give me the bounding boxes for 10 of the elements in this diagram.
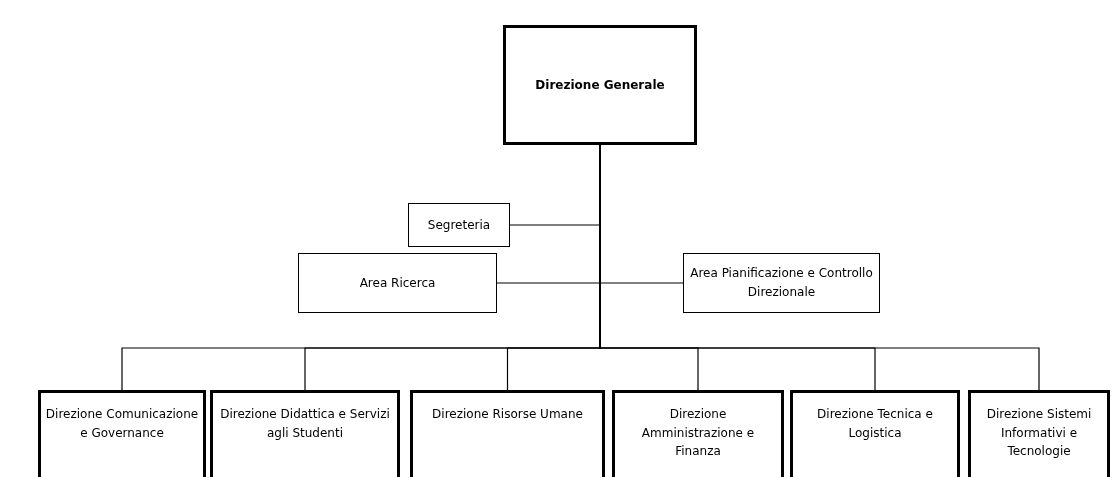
unit-box: Direzione Tecnica e Logistica	[790, 390, 960, 477]
unit-box: Area Ricerca	[298, 253, 497, 313]
unit-box: Direzione Risorse Umane	[410, 390, 605, 477]
unit-box: Direzione Sistemi Informativi e Tecnologie	[968, 390, 1110, 477]
top-unit-box: Direzione Generale	[503, 25, 697, 145]
unit-box: Direzione Didattica e Servizi agli Studenti	[210, 390, 400, 477]
unit-box: Direzione Amministrazione e Finanza	[612, 390, 784, 477]
unit-box: Direzione Comunicazione e Governance	[38, 390, 206, 477]
unit-box: Segreteria	[408, 203, 510, 247]
unit-box: Area Pianificazione e Controllo Direzionale	[683, 253, 880, 313]
